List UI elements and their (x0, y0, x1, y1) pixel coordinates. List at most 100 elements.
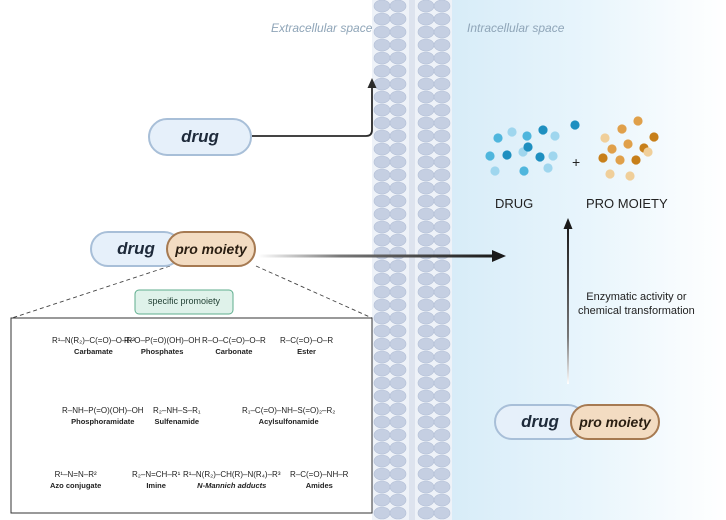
membrane-bead (417, 493, 435, 507)
membrane-bead (433, 428, 451, 442)
membrane-bead (433, 0, 451, 13)
membrane-bead (417, 90, 435, 104)
membrane-bead (373, 454, 391, 468)
membrane-bead (373, 363, 391, 377)
membrane-bead (389, 363, 407, 377)
pro-moiety-product-label: PRO MOIETY (586, 196, 668, 211)
membrane-bead (433, 285, 451, 299)
membrane-bead (417, 142, 435, 156)
membrane-bead (433, 454, 451, 468)
membrane-bead (433, 493, 451, 507)
membrane-bead (373, 233, 391, 247)
membrane-bead (417, 454, 435, 468)
drug-particle (485, 151, 495, 161)
membrane-bead (373, 480, 391, 494)
membrane-bead (389, 324, 407, 338)
pro-moiety-particle (623, 139, 633, 149)
drug-particle (519, 166, 529, 176)
group-phosphates: R–O–P(=O)(OH)–OH Phosphates (124, 336, 200, 356)
uptake-arrow (258, 250, 506, 262)
pro-moiety-pill-bottom: pro moiety (570, 404, 660, 440)
group-acylsulfonamide: R₁–C(=O)–NH–S(=O)₂–R₂ Acylsulfonamide (242, 406, 335, 426)
group-formula: R¹–N=N–R² (54, 470, 97, 479)
membrane-bead (433, 103, 451, 117)
membrane-bead (373, 77, 391, 91)
drug-particle (543, 163, 553, 173)
pro-moiety-particle (600, 133, 610, 143)
drug-particle (548, 151, 558, 161)
membrane-bead (373, 142, 391, 156)
drug-particle (550, 131, 560, 141)
membrane-bead (433, 389, 451, 403)
transformation-arrow (563, 218, 573, 384)
membrane-bead (389, 12, 407, 26)
membrane-bead (389, 38, 407, 52)
extracellular-space-label: Extracellular space (271, 21, 373, 35)
pro-moiety-particle (633, 116, 643, 126)
membrane-bead (389, 181, 407, 195)
membrane-bead (417, 389, 435, 403)
membrane-bead (417, 207, 435, 221)
group-name: Carbonate (215, 347, 253, 356)
membrane-bead (433, 90, 451, 104)
membrane-bead (389, 376, 407, 390)
group-formula: R₂–N=CH–R¹ (132, 470, 181, 479)
membrane-bead (417, 402, 435, 416)
drug-particle (570, 120, 580, 130)
membrane-bead (373, 181, 391, 195)
membrane-bead (417, 233, 435, 247)
membrane-bead (389, 493, 407, 507)
membrane-bead (433, 181, 451, 195)
membrane-bead (373, 376, 391, 390)
pro-moiety-particle (615, 155, 625, 165)
membrane-bead (373, 0, 391, 13)
intracellular-region (448, 0, 726, 520)
membrane-bead (373, 441, 391, 455)
membrane-bead (389, 0, 407, 13)
group-formula: R–NH–P(=O)(OH)–OH (62, 406, 144, 415)
group-name: Imine (146, 481, 166, 490)
plus-sign: + (572, 154, 581, 170)
membrane-bead (389, 389, 407, 403)
membrane-bead (373, 155, 391, 169)
membrane-bead (433, 142, 451, 156)
membrane-bead (433, 272, 451, 286)
drug-particle (523, 142, 533, 152)
pro-moiety-particle (605, 169, 615, 179)
pro-moiety-particle (643, 147, 653, 157)
group-formula: R₂–NH–S–R₁ (153, 406, 201, 415)
membrane-bead (433, 311, 451, 325)
drug-particle (535, 152, 545, 162)
membrane-bead (417, 129, 435, 143)
group-formula: R–O–C(=O)–O–R (202, 336, 266, 345)
membrane-bead (417, 51, 435, 65)
membrane-bead (389, 77, 407, 91)
zoom-line-right (255, 265, 373, 319)
membrane-bead (417, 376, 435, 390)
drug-product-label: DRUG (495, 196, 534, 211)
membrane-bead (373, 467, 391, 481)
membrane-bead (417, 38, 435, 52)
drug-particle (507, 127, 517, 137)
cell-membrane (372, 0, 452, 520)
pro-moiety-particle (649, 132, 659, 142)
group-formula: R–O–P(=O)(OH)–OH (124, 336, 201, 345)
group-carbonate: R–O–C(=O)–O–R Carbonate (202, 336, 266, 356)
membrane-bead (433, 259, 451, 273)
membrane-bead (389, 116, 407, 130)
membrane-bead (433, 77, 451, 91)
drug-particle (490, 166, 500, 176)
membrane-bead (433, 25, 451, 39)
membrane-bead (433, 207, 451, 221)
group-name: Amides (305, 481, 333, 490)
membrane-bead (433, 155, 451, 169)
transformation-label: Enzymatic activity or chemical transform… (578, 290, 695, 318)
membrane-bead (417, 480, 435, 494)
pro-moiety-particles (598, 116, 659, 181)
membrane-bead (373, 506, 391, 520)
pro-moiety-particle (607, 144, 617, 154)
membrane-bead (373, 350, 391, 364)
membrane-bead (433, 233, 451, 247)
membrane-bead (433, 337, 451, 351)
